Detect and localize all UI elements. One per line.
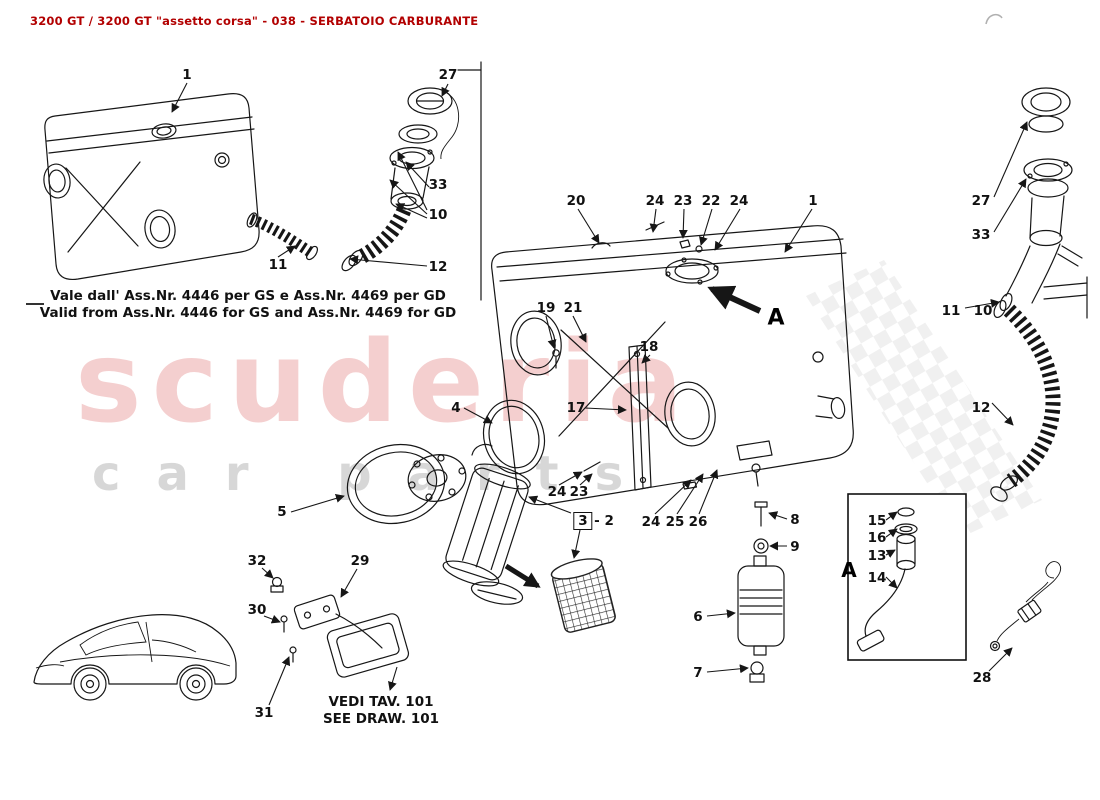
callout-10: 10 <box>428 207 448 223</box>
fuel-tank-early-drawing <box>43 93 319 281</box>
car-silhouette <box>33 614 237 701</box>
filler-flap-assembly-drawing <box>270 576 410 691</box>
callout-8: 8 <box>790 512 800 528</box>
callout-15: 15 <box>867 513 887 529</box>
callout-33: 33 <box>971 227 991 243</box>
validity-note: Vale dall' Ass.Nr. 4446 per GS e Ass.Nr.… <box>30 288 466 322</box>
wiring-harness-drawing <box>989 561 1062 652</box>
callout-27: 27 <box>971 193 991 209</box>
callout-28: 28 <box>972 670 992 686</box>
callout-24: 24 <box>641 514 661 530</box>
callout-18: 18 <box>639 339 659 355</box>
callout-33: 33 <box>428 177 448 193</box>
validity-note-italian: Vale dall' Ass.Nr. 4446 per GS e Ass.Nr.… <box>50 288 446 304</box>
callout-29: 29 <box>350 553 370 569</box>
filler-cap-assembly-right-drawing <box>990 87 1088 502</box>
level-sender-inset-drawing <box>847 493 967 661</box>
callout-24: 24 <box>547 484 567 500</box>
validity-note-english: Valid from Ass.Nr. 4446 for GS and Ass.N… <box>39 305 457 321</box>
watermark-brand-sub: car parts <box>92 446 660 502</box>
corner-mark <box>985 13 1003 25</box>
callout-3: 3 <box>573 512 593 530</box>
see-drawing-english: SEE DRAW. 101 <box>322 711 440 727</box>
detail-arrow <box>707 285 762 314</box>
callout-12: 12 <box>428 259 448 275</box>
callout-16: 16 <box>867 530 887 546</box>
callout-6: 6 <box>693 609 703 625</box>
callout-9: 9 <box>790 539 800 555</box>
callout-12: 12 <box>971 400 991 416</box>
leader-lines <box>171 82 1028 706</box>
callout-1: 1 <box>182 67 192 83</box>
callout-22: 22 <box>701 193 721 209</box>
callout-21: 21 <box>563 300 583 316</box>
callout-24: 24 <box>645 193 665 209</box>
callout-11: 11 <box>941 303 961 319</box>
callout-26: 26 <box>688 514 708 530</box>
callout-14: 14 <box>867 570 887 586</box>
callout-25: 25 <box>665 514 685 530</box>
callout-5: 5 <box>277 504 287 520</box>
callout-20: 20 <box>566 193 586 209</box>
callout-4: 4 <box>451 400 461 416</box>
callout-24: 24 <box>729 193 749 209</box>
fuel-filter-drawing <box>737 501 785 683</box>
fuel-pump-assembly-drawing <box>346 443 541 605</box>
callout-7: 7 <box>693 665 703 681</box>
callout-23: 23 <box>673 193 693 209</box>
callout-2: - 2 <box>594 513 614 529</box>
see-drawing-note: VEDI TAV. 101 SEE DRAW. 101 <box>311 694 451 728</box>
checkered-flag-band <box>806 260 1042 537</box>
detail-inset-box <box>847 493 967 661</box>
detail-marker-a-inset: A <box>841 558 857 582</box>
callout-19: 19 <box>536 300 556 316</box>
callout-1: 1 <box>808 193 818 209</box>
fuel-tank-main-drawing <box>491 221 854 506</box>
page-title: 3200 GT / 3200 GT "assetto corsa" - 038 … <box>30 14 479 28</box>
pump-filter-cartridge-drawing <box>550 558 616 633</box>
see-drawing-italian: VEDI TAV. 101 <box>328 694 434 710</box>
callout-11: 11 <box>268 257 288 273</box>
callout-31: 31 <box>254 705 274 721</box>
callout-27: 27 <box>438 67 458 83</box>
callout-30: 30 <box>247 602 267 618</box>
callout-17: 17 <box>566 400 586 416</box>
section-divider <box>26 61 482 305</box>
callout-10: 10 <box>973 303 993 319</box>
detail-marker-a-main: A <box>767 305 785 331</box>
callout-13: 13 <box>867 548 887 564</box>
callout-23: 23 <box>569 484 589 500</box>
callout-32: 32 <box>247 553 267 569</box>
